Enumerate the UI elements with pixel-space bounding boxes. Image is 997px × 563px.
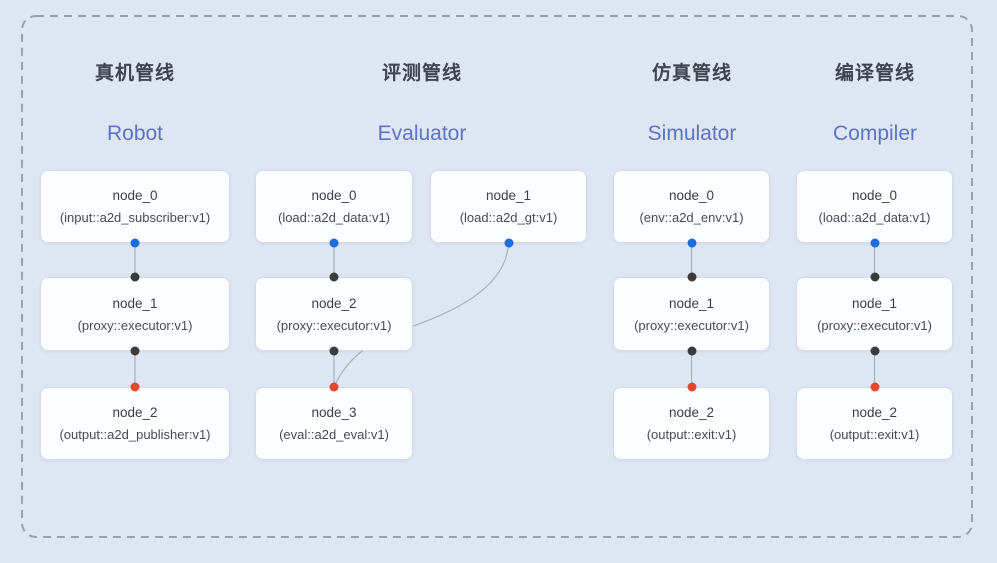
edge-eval_node_1.bottom-to-eval_node_3.top — [334, 243, 510, 386]
node-robot-node_1: node_1(proxy::executor:v1) — [40, 277, 230, 351]
pipeline-title-en-robot: Robot — [106, 122, 164, 145]
node-type-label: (proxy::executor:v1) — [634, 317, 749, 333]
node-robot-node_0: node_0(input::a2d_subscriber:v1) — [40, 170, 230, 243]
port-dot-red-simulator-node_2 — [687, 382, 696, 392]
pipeline-header-evaluator: 评测管线 Evaluator — [378, 62, 467, 146]
port-dot-blue-evaluator-node_1 — [504, 238, 513, 248]
pipeline-title-en-simulator: Simulator — [647, 122, 737, 145]
port-dot-blue-simulator-node_0 — [687, 238, 696, 248]
node-type-label: (proxy::executor:v1) — [817, 317, 932, 333]
port-dot-black-robot-node_1 — [130, 272, 140, 282]
node-name-label: node_1 — [485, 188, 532, 203]
node-simulator-node_2: node_2(output::exit:v1) — [613, 387, 770, 460]
pipeline-header-robot: 真机管线 Robot — [95, 62, 175, 146]
node-evaluator-node_1: node_1(load::a2d_gt:v1) — [430, 170, 587, 243]
node-evaluator-node_0: node_0(load::a2d_data:v1) — [255, 170, 413, 243]
port-dot-black-simulator-node_1 — [687, 272, 696, 282]
node-name-label: node_1 — [112, 295, 158, 311]
pipeline-header-simulator: 仿真管线 Simulator — [648, 62, 737, 146]
port-dot-black-robot-node_1 — [130, 346, 140, 356]
node-simulator-node_1: node_1(proxy::executor:v1) — [613, 277, 770, 351]
pipeline-header-compiler: 编译管线 Compiler — [833, 62, 917, 146]
port-dot-blue-robot-node_0 — [130, 238, 140, 248]
pipeline-title-zh-robot: 真机管线 — [94, 63, 176, 84]
port-dot-blue-evaluator-node_0 — [329, 238, 339, 248]
port-dot-black-evaluator-node_2 — [329, 272, 339, 282]
node-name-label: node_0 — [311, 188, 357, 203]
pipeline-title-zh-simulator: 仿真管线 — [651, 63, 733, 84]
node-compiler-node_0: node_0(load::a2d_data:v1) — [796, 170, 953, 243]
node-name-label: node_0 — [668, 188, 715, 203]
pipeline-title-en-evaluator: Evaluator — [377, 122, 467, 145]
node-compiler-node_2: node_2(output::exit:v1) — [796, 387, 953, 460]
node-name-label: node_2 — [851, 405, 898, 420]
node-type-label: (load::a2d_data:v1) — [818, 210, 931, 225]
node-type-label: (env::a2d_env:v1) — [639, 210, 744, 225]
node-type-label: (output::exit:v1) — [829, 427, 920, 442]
pipeline-title-en-compiler: Compiler — [832, 122, 918, 145]
node-name-label: node_3 — [311, 405, 357, 420]
node-name-label: node_1 — [668, 295, 715, 311]
node-type-label: (eval::a2d_eval:v1) — [279, 427, 389, 442]
pipeline-title-zh-compiler: 编译管线 — [834, 63, 915, 84]
node-name-label: node_1 — [851, 295, 898, 311]
port-dot-black-compiler-node_1 — [870, 272, 879, 282]
node-name-label: node_0 — [112, 188, 158, 203]
node-name-label: node_2 — [311, 295, 357, 311]
node-evaluator-node_2: node_2(proxy::executor:v1) — [255, 277, 413, 351]
port-dot-blue-compiler-node_0 — [870, 238, 879, 248]
dashed-frame — [21, 15, 973, 538]
node-type-label: (output::exit:v1) — [646, 427, 737, 442]
node-compiler-node_1: node_1(proxy::executor:v1) — [796, 277, 953, 351]
node-type-label: (proxy::executor:v1) — [276, 317, 392, 333]
node-type-label: (output::a2d_publisher:v1) — [59, 427, 211, 442]
node-robot-node_2: node_2(output::a2d_publisher:v1) — [40, 387, 230, 460]
port-dot-black-simulator-node_1 — [687, 346, 696, 356]
node-type-label: (load::a2d_gt:v1) — [459, 210, 558, 225]
node-name-label: node_2 — [668, 405, 715, 420]
node-name-label: node_0 — [851, 188, 898, 203]
node-type-label: (input::a2d_subscriber:v1) — [59, 210, 211, 225]
port-dot-red-evaluator-node_3 — [329, 382, 339, 392]
port-dot-black-compiler-node_1 — [870, 346, 879, 356]
port-dot-red-compiler-node_2 — [870, 382, 879, 392]
port-dot-red-robot-node_2 — [130, 382, 140, 392]
node-evaluator-node_3: node_3(eval::a2d_eval:v1) — [255, 387, 413, 460]
node-name-label: node_2 — [112, 405, 158, 420]
port-dot-black-evaluator-node_2 — [329, 346, 339, 356]
pipeline-title-zh-evaluator: 评测管线 — [381, 63, 462, 84]
node-simulator-node_0: node_0(env::a2d_env:v1) — [613, 170, 770, 243]
node-type-label: (load::a2d_data:v1) — [277, 210, 391, 225]
node-type-label: (proxy::executor:v1) — [77, 317, 193, 333]
